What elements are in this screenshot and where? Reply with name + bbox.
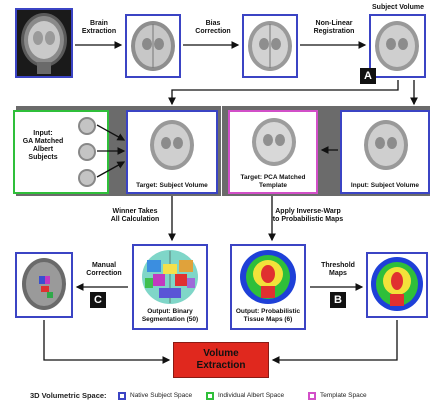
albert-subjects-box: Input: GA Matched Albert Subjects (13, 110, 109, 194)
legend-swatch-native (118, 392, 126, 400)
corrected-segmentation-image (22, 258, 66, 310)
binary-segmentation-box: Output: Binary Segmentation (50) (132, 244, 208, 330)
apply-inverse-warp-label: Apply Inverse-Warp to Probabilistic Maps (272, 208, 344, 223)
arrow-albert-1 (96, 124, 126, 141)
probabilistic-maps-image (240, 250, 296, 304)
target-subject-box: Target: Subject Volume (126, 110, 218, 194)
subject-volume-title: Subject Volume (372, 4, 424, 11)
extracted-brain-image (131, 21, 175, 71)
winner-takes-all-label: Winner Takes All Calculation (110, 208, 160, 223)
subject-volume-box (369, 14, 426, 78)
albert-brain-2 (78, 143, 96, 161)
legend-label-native: Native Subject Space (130, 392, 193, 399)
threshold-maps-label: Threshold Maps (321, 262, 355, 277)
input-albert-label: Input: GA Matched Albert Subjects (22, 130, 64, 161)
legend-label-template: Template Space (320, 392, 367, 399)
target-template-label: Target: PCA Matched Template (240, 174, 306, 189)
arrow-right-to-volume (271, 320, 398, 364)
albert-brain-1 (78, 117, 96, 135)
input-subject-label: Input: Subject Volume (350, 182, 420, 189)
input-subject-box: Input: Subject Volume (340, 110, 430, 194)
bias-correction-label: Bias Correction (195, 20, 231, 35)
legend-swatch-template (308, 392, 316, 400)
nonlinear-registration-label: Non-Linear Registration (313, 20, 355, 35)
manual-correction-label: Manual Correction (86, 262, 122, 277)
legend-label-albert: Individual Albert Space (218, 392, 285, 399)
badge-c: C (90, 292, 106, 308)
legend-swatch-albert (206, 392, 214, 400)
arrow-to-target-subject (168, 80, 399, 106)
binary-segmentation-image (142, 250, 198, 304)
output-binary-label: Output: Binary Segmentation (50) (141, 308, 199, 323)
badge-a: A (360, 68, 376, 84)
registered-brain-image (375, 21, 419, 71)
bias-corrected-brain-image (248, 21, 292, 71)
template-brain (252, 118, 296, 166)
volume-extraction-label: Volume Extraction (196, 348, 246, 371)
input-mri-box (15, 8, 73, 78)
arrow-left-to-volume (43, 320, 171, 364)
legend-title: 3D Volumetric Space: (30, 391, 107, 400)
target-subject-label: Target: Subject Volume (136, 182, 208, 189)
raw-mri-image (17, 10, 71, 76)
template-box: Target: PCA Matched Template (228, 110, 318, 194)
volume-extraction-box: Volume Extraction (173, 342, 269, 378)
badge-b: B (330, 292, 346, 308)
manual-correction-box (15, 252, 73, 318)
arrow-albert-3 (96, 161, 126, 178)
albert-brain-3 (78, 169, 96, 187)
target-subject-brain (150, 120, 194, 170)
thresholded-maps-image (371, 257, 423, 311)
input-subject-brain (364, 120, 408, 170)
threshold-maps-box (366, 252, 428, 318)
brain-extraction-box (125, 14, 181, 78)
brain-extraction-label: Brain Extraction (81, 20, 117, 35)
output-probabilistic-label: Output: Probabilistic Tissue Maps (6) (235, 308, 301, 323)
bias-corrected-box (242, 14, 298, 78)
probabilistic-maps-box: Output: Probabilistic Tissue Maps (6) (230, 244, 306, 330)
